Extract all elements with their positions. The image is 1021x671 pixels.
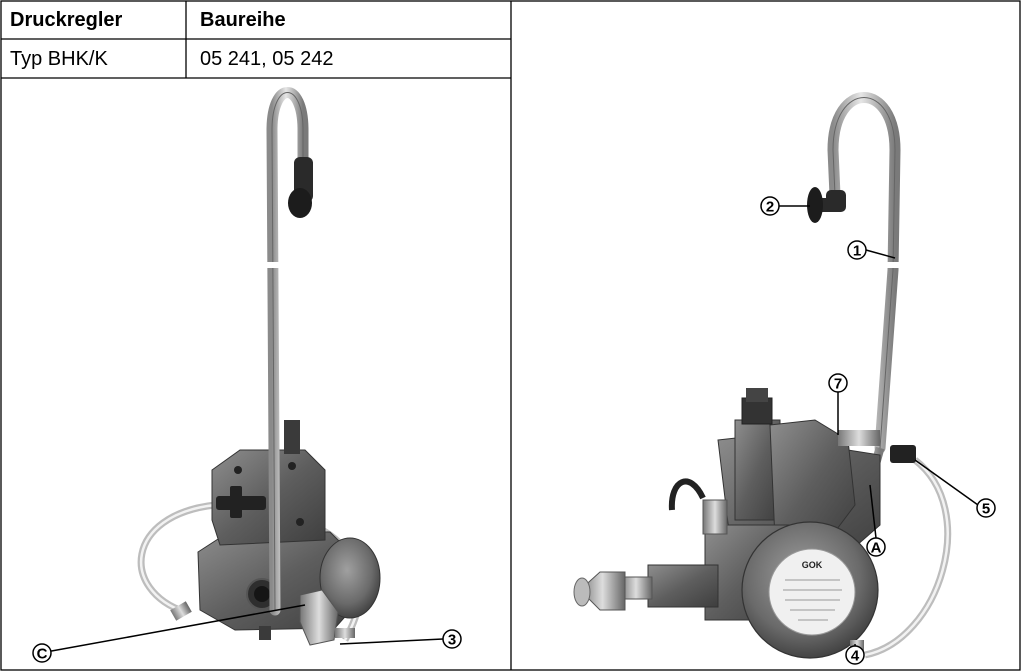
callout-7-label: 7	[834, 376, 842, 393]
table-cell-type: Typ BHK/K	[10, 48, 108, 70]
callout-2-circle	[760, 196, 780, 216]
callout-3-label: 3	[448, 632, 456, 649]
callout-1-label: 1	[853, 243, 861, 260]
callout-a-label: A	[871, 540, 882, 557]
callout-5-label: 5	[982, 501, 990, 518]
callout-7-circle	[828, 373, 848, 393]
callout-a-circle	[866, 537, 886, 557]
callout-3-circle	[442, 629, 462, 649]
callout-4-label: 4	[851, 648, 860, 665]
callout-4-circle	[845, 645, 865, 665]
callout-2-label: 2	[766, 199, 774, 216]
right-regulator-photo: GOK	[573, 92, 996, 665]
table-header-druckregler: Druckregler	[10, 9, 123, 31]
callout-c-label: C	[37, 646, 48, 663]
table-cell-series: 05 241, 05 242	[200, 48, 334, 70]
label-brand-text: GOK	[802, 560, 823, 570]
callout-c-circle	[32, 643, 52, 663]
table-header-baureihe: Baureihe	[200, 9, 286, 31]
left-regulator-photo	[32, 87, 462, 663]
callout-1-circle	[847, 240, 867, 260]
callout-5-circle	[976, 498, 996, 518]
